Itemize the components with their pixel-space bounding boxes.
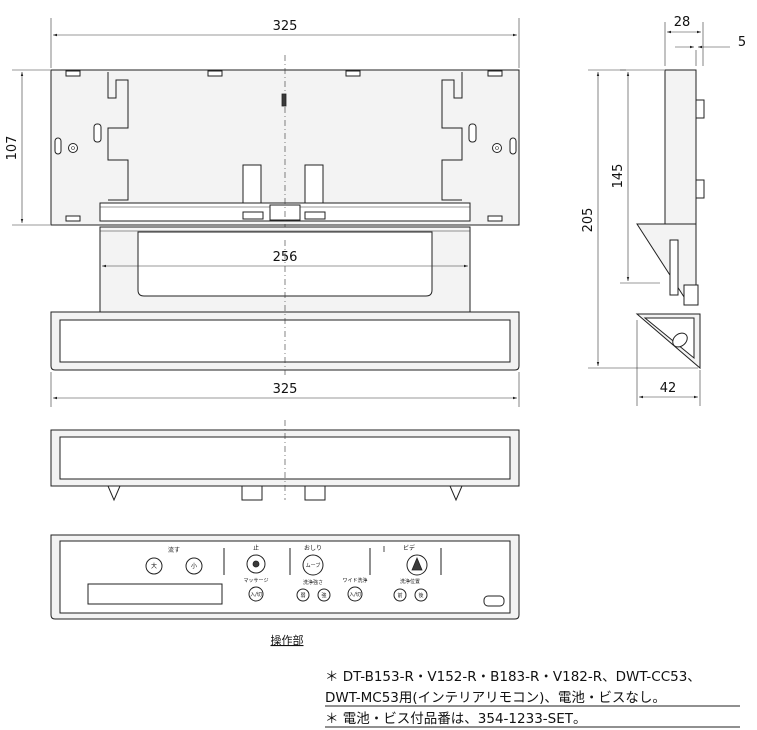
flush-large-button[interactable]: 大 xyxy=(145,557,163,575)
strength-weak-button[interactable]: 弱 xyxy=(296,588,310,602)
stop-label: 止 xyxy=(253,544,259,552)
strength-strong-label: 強 xyxy=(321,592,326,599)
side-view: 28 5 145 205 42 xyxy=(581,15,746,406)
dim-front-width: 325 xyxy=(273,382,298,397)
position-front-button[interactable]: 前 xyxy=(393,588,407,602)
strength-label: 洗浄強さ xyxy=(303,579,323,586)
dim-side-upper: 145 xyxy=(611,164,626,189)
wide-label: ワイド洗浄 xyxy=(342,577,367,584)
stop-button[interactable] xyxy=(246,554,266,574)
position-back-label: 後 xyxy=(418,592,423,599)
dim-side-depth: 28 xyxy=(674,15,691,30)
note-line-2: DWT-MC53用(インテリアリモコン)、電池・ビスなし。 xyxy=(325,690,666,706)
note-line-1: ＊ DT-B153-R・V152-R・B183-R・V182-R、DWT-CC5… xyxy=(325,669,701,685)
dim-top-height: 107 xyxy=(5,136,20,161)
flush-label: 流す xyxy=(168,546,180,554)
front-view-assembled: 256 325 xyxy=(50,226,520,407)
note-line-3: ＊ 電池・ビス付品番は、354-1233-SET。 xyxy=(325,711,587,727)
panel-caption: 操作部 xyxy=(271,633,304,647)
massage-button[interactable]: 入/切 xyxy=(248,586,264,602)
oshiri-label: おしり xyxy=(304,545,322,552)
remote-bottom-view xyxy=(50,420,520,502)
massage-label: マッサージ xyxy=(244,578,269,584)
wide-btn-label: 入/切 xyxy=(349,591,361,598)
strength-strong-button[interactable]: 強 xyxy=(317,588,331,602)
dim-top-width: 325 xyxy=(273,19,298,34)
position-label: 洗浄位置 xyxy=(400,578,420,585)
dim-side-bottom: 42 xyxy=(660,381,677,396)
dim-side-total: 205 xyxy=(581,208,596,233)
strength-weak-label: 弱 xyxy=(300,593,305,599)
oshiri-sub-label: ムーブ xyxy=(306,562,321,569)
bidet-label: ビデ xyxy=(403,544,415,552)
position-front-label: 前 xyxy=(397,592,402,599)
dim-side-offset: 5 xyxy=(738,35,746,50)
position-back-button[interactable]: 後 xyxy=(414,588,428,602)
bidet-button[interactable] xyxy=(406,554,428,576)
flush-small-label: 小 xyxy=(191,562,197,570)
massage-btn-label: 入/切 xyxy=(250,591,262,598)
operation-panel: 流す 大 小 止 マッサージ 入/切 おしり ムーブ 洗浄強さ 弱 xyxy=(50,534,520,647)
oshiri-button[interactable]: ムーブ xyxy=(302,554,324,576)
mounting-plate-view: 325 107 xyxy=(5,18,520,240)
flush-small-button[interactable]: 小 xyxy=(185,557,203,575)
notes: ＊ DT-B153-R・V152-R・B183-R・V182-R、DWT-CC5… xyxy=(325,669,740,728)
wide-button[interactable]: 入/切 xyxy=(347,586,363,602)
flush-large-label: 大 xyxy=(151,562,157,570)
